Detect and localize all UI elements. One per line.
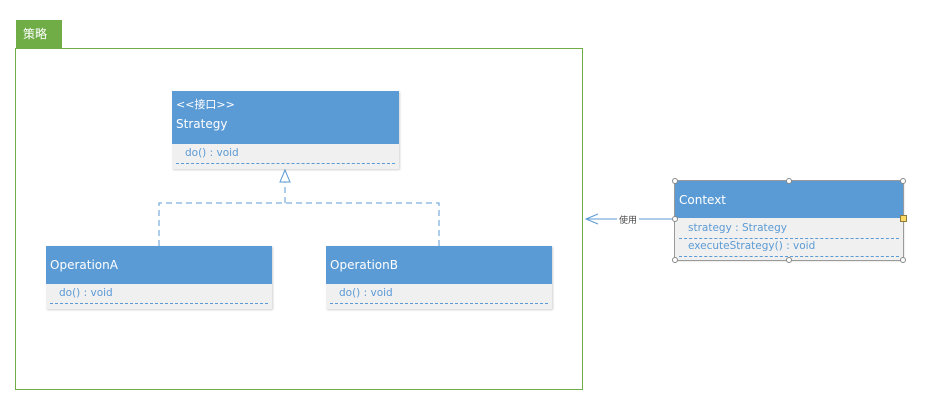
class-operation-b-body: do() : void: [326, 284, 552, 309]
class-context-name: Context: [679, 193, 727, 207]
resize-handle-left[interactable]: [672, 216, 678, 222]
class-operation-a[interactable]: OperationA do() : void: [46, 246, 272, 309]
class-context[interactable]: Context strategy : Strategy executeStrat…: [674, 180, 904, 261]
class-strategy-stereotype: <<接口>>: [176, 98, 235, 111]
class-strategy-header: <<接口>> Strategy: [172, 91, 399, 144]
class-operation-a-name: OperationA: [50, 258, 118, 272]
class-strategy[interactable]: <<接口>> Strategy do() : void: [172, 91, 399, 169]
class-operation-b-member: do() : void: [330, 287, 548, 304]
uses-label: 使用: [617, 213, 640, 226]
class-operation-b-header: OperationB: [326, 246, 552, 284]
realization-branch: [158, 202, 440, 246]
class-context-body: strategy : Strategy executeStrategy() : …: [675, 218, 903, 260]
package-name: 策略: [23, 27, 48, 41]
resize-handle-top-left[interactable]: [672, 178, 678, 184]
class-context-header: Context: [675, 181, 903, 218]
class-strategy-member: do() : void: [176, 147, 395, 164]
realization-connector[interactable]: [158, 168, 440, 246]
class-context-member: strategy : Strategy: [679, 222, 899, 239]
resize-handle-bottom-right[interactable]: [900, 257, 906, 263]
realization-triangle: [279, 168, 291, 183]
resize-handle-bottom-left[interactable]: [672, 257, 678, 263]
class-operation-b[interactable]: OperationB do() : void: [326, 246, 552, 309]
package-tab[interactable]: 策略: [16, 20, 62, 48]
class-strategy-body: do() : void: [172, 144, 399, 169]
package-frame[interactable]: [15, 48, 583, 390]
class-operation-a-header: OperationA: [46, 246, 272, 284]
resize-handle-top-right[interactable]: [900, 178, 906, 184]
resize-handle-bottom[interactable]: [786, 257, 792, 263]
class-operation-b-name: OperationB: [330, 258, 398, 272]
connection-handle-right[interactable]: [900, 215, 907, 222]
class-strategy-name: Strategy: [176, 117, 228, 131]
class-operation-a-body: do() : void: [46, 284, 272, 309]
resize-handle-top[interactable]: [786, 178, 792, 184]
class-context-member: executeStrategy() : void: [679, 240, 899, 257]
uses-arrowhead: [584, 213, 599, 225]
class-operation-a-member: do() : void: [50, 287, 268, 304]
